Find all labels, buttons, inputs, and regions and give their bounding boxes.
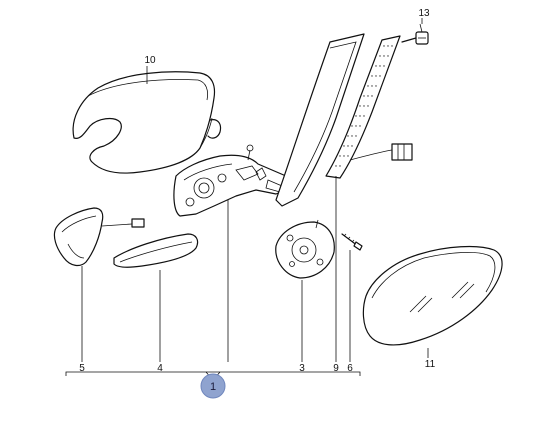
callout-10: 10 [144,55,156,66]
callout-5: 5 [79,363,85,374]
callout-9: 9 [333,363,339,374]
housing-cover-part [72,71,222,174]
assembly-badge[interactable]: 1 [200,373,226,399]
mirror-base-bracket-part [173,144,291,217]
trim-strip-part [113,233,199,268]
motor-screw-part [341,233,363,251]
callout-4: 4 [157,363,163,374]
callout-1[interactable]: 1 [210,381,216,393]
lower-cap-part [53,207,145,267]
mirror-glass-part [362,245,503,346]
callout-13: 13 [418,8,430,19]
adjustment-motor-part [275,219,335,279]
callout-3: 3 [299,363,305,374]
callout-11: 11 [425,359,436,370]
callout-6: 6 [347,363,353,374]
mirror-backing-plate-part [275,33,365,207]
heating-pad-part [325,35,413,179]
assembly-badge-circle[interactable] [200,373,226,399]
screw-part [401,23,429,45]
